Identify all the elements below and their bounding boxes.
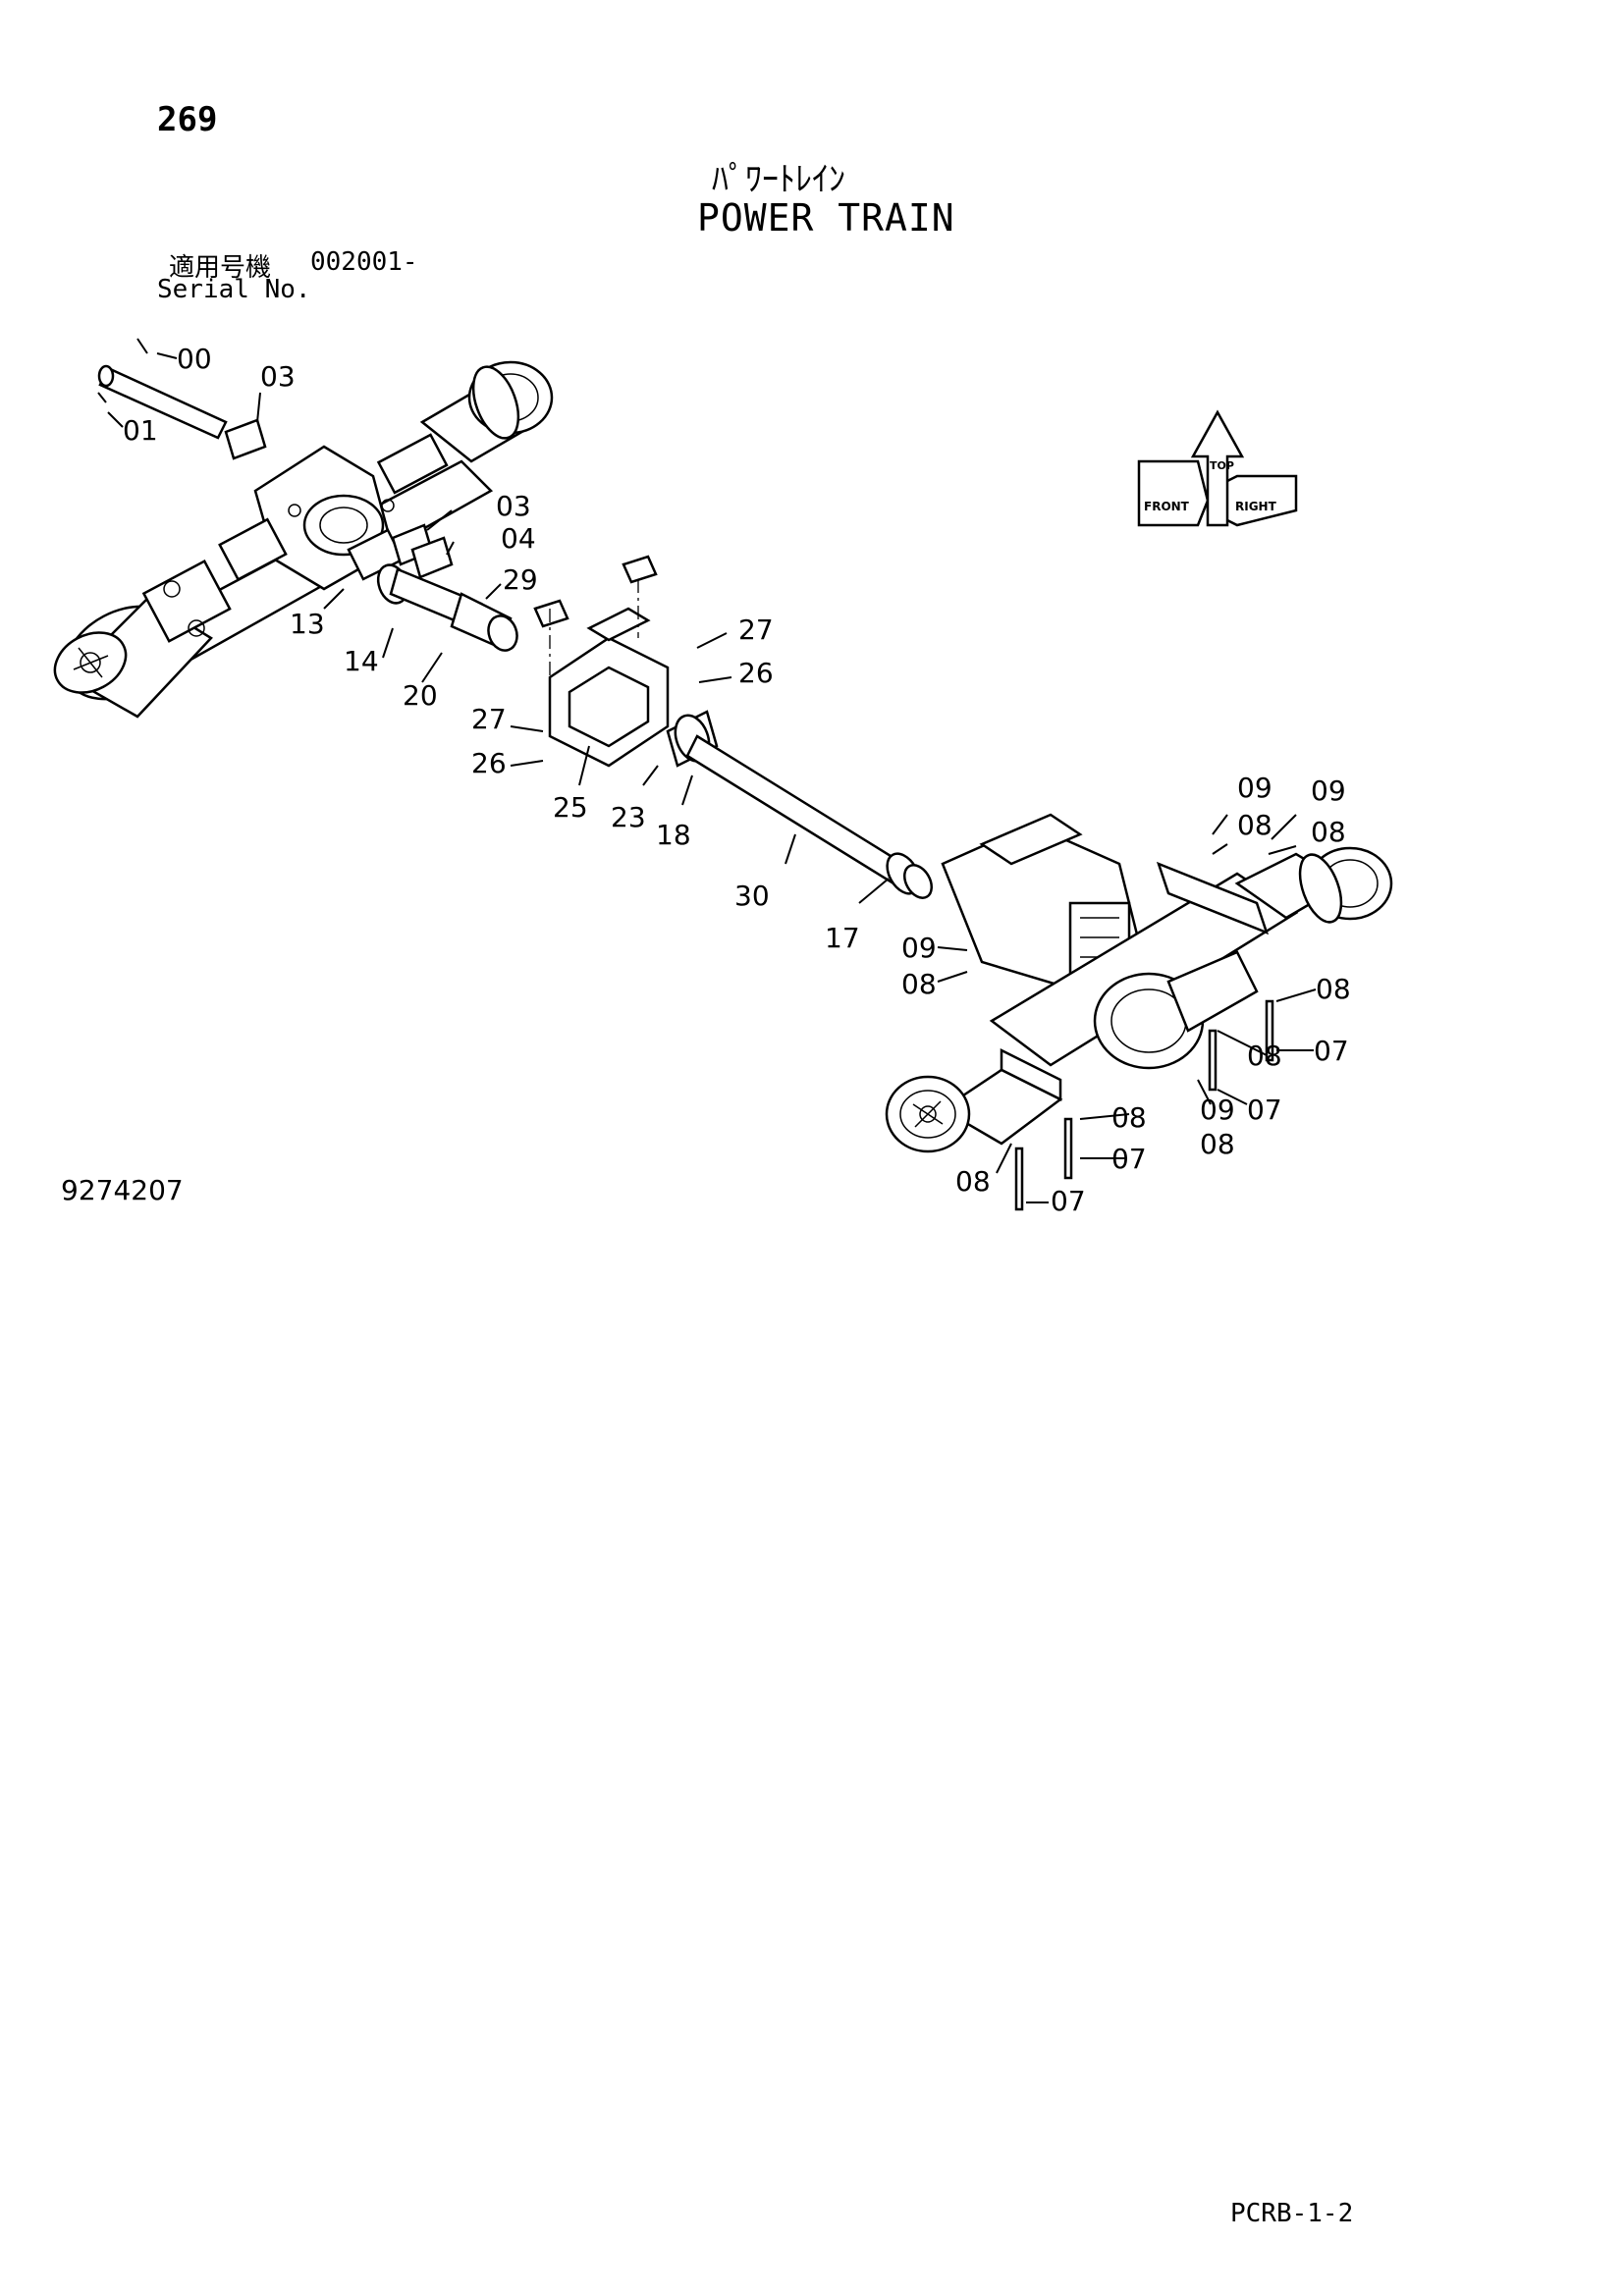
callout-30: 30 — [734, 880, 770, 912]
callout-numbers: 00 01 03 03 04 29 13 14 20 27 26 27 26 2… — [123, 343, 1351, 1217]
front-differential — [218, 433, 449, 591]
callout-09-top-right: 09 — [1311, 774, 1346, 807]
callout-08-top-right: 08 — [1311, 816, 1346, 848]
callout-18: 18 — [656, 819, 691, 851]
title-japanese: ﾊﾟﾜｰﾄﾚｲﾝ — [712, 160, 845, 199]
callout-27-left: 27 — [471, 703, 507, 735]
mounting-bolts — [1014, 999, 1274, 1211]
serial-label-japanese: 適用号機 — [169, 253, 272, 283]
callout-08-mid: 08 — [1200, 1128, 1235, 1160]
front-axle-assembly — [53, 360, 554, 719]
orientation-label-top: TOP — [1210, 459, 1234, 472]
rear-axle-assembly — [885, 813, 1393, 1153]
page-code: PCRB-1-2 — [1230, 2199, 1354, 2228]
callout-17: 17 — [825, 922, 860, 954]
orientation-label-right: RIGHT — [1235, 500, 1277, 513]
page-number: 269 — [157, 100, 218, 139]
callout-04: 04 — [501, 522, 536, 555]
front-shim — [224, 418, 267, 460]
callout-08-lower: 08 — [1111, 1101, 1147, 1134]
center-support-bracket — [533, 555, 670, 768]
orientation-label-front: FRONT — [1144, 500, 1190, 513]
callout-23: 23 — [611, 801, 646, 833]
callout-08-top-left: 08 — [1237, 809, 1272, 841]
callout-08-mid-right: 08 — [1247, 1040, 1282, 1072]
callout-07-mid: 07 — [1247, 1094, 1282, 1126]
callout-08-bottom: 08 — [955, 1165, 991, 1198]
callout-25: 25 — [553, 791, 588, 824]
callout-03-upper: 03 — [260, 360, 296, 393]
callout-07-lower: 07 — [1111, 1143, 1147, 1175]
callout-08-center: 08 — [901, 968, 937, 1000]
rear-left-wheel-hub — [885, 1068, 1063, 1153]
callout-09-center: 09 — [901, 932, 937, 964]
shim-04 — [410, 536, 454, 579]
serial-number-value: 002001- — [310, 247, 418, 277]
callout-07-right: 07 — [1314, 1035, 1349, 1067]
callout-27-right: 27 — [738, 614, 774, 646]
leader-lines — [107, 352, 1317, 1203]
callout-01: 01 — [123, 414, 158, 447]
callout-13: 13 — [290, 608, 325, 640]
rear-propeller-shaft — [685, 734, 933, 899]
drawing-number: 9274207 — [61, 1174, 184, 1206]
callout-14: 14 — [344, 645, 379, 677]
callout-03-lower: 03 — [496, 490, 531, 522]
callout-08-right: 08 — [1316, 973, 1351, 1005]
front-propeller-shaft — [376, 563, 518, 652]
callout-09-top-left: 09 — [1237, 772, 1272, 804]
front-left-wheel-hub — [53, 560, 232, 719]
callout-26-right: 26 — [738, 657, 774, 689]
front-pin-shaft — [97, 338, 228, 440]
serial-label: Serial No. — [157, 275, 311, 304]
rear-right-wheel-hub — [1234, 846, 1393, 924]
callout-29: 29 — [503, 563, 538, 596]
callout-26-left: 26 — [471, 747, 507, 779]
orientation-icon: FRONT RIGHT TOP — [1137, 409, 1298, 527]
front-right-wheel-hub — [419, 360, 554, 463]
callout-20: 20 — [403, 679, 438, 712]
callout-00: 00 — [177, 343, 212, 375]
page-title: POWER TRAIN — [697, 196, 955, 240]
callout-09-mid: 09 — [1200, 1094, 1235, 1126]
callout-07-bottom: 07 — [1051, 1185, 1086, 1217]
